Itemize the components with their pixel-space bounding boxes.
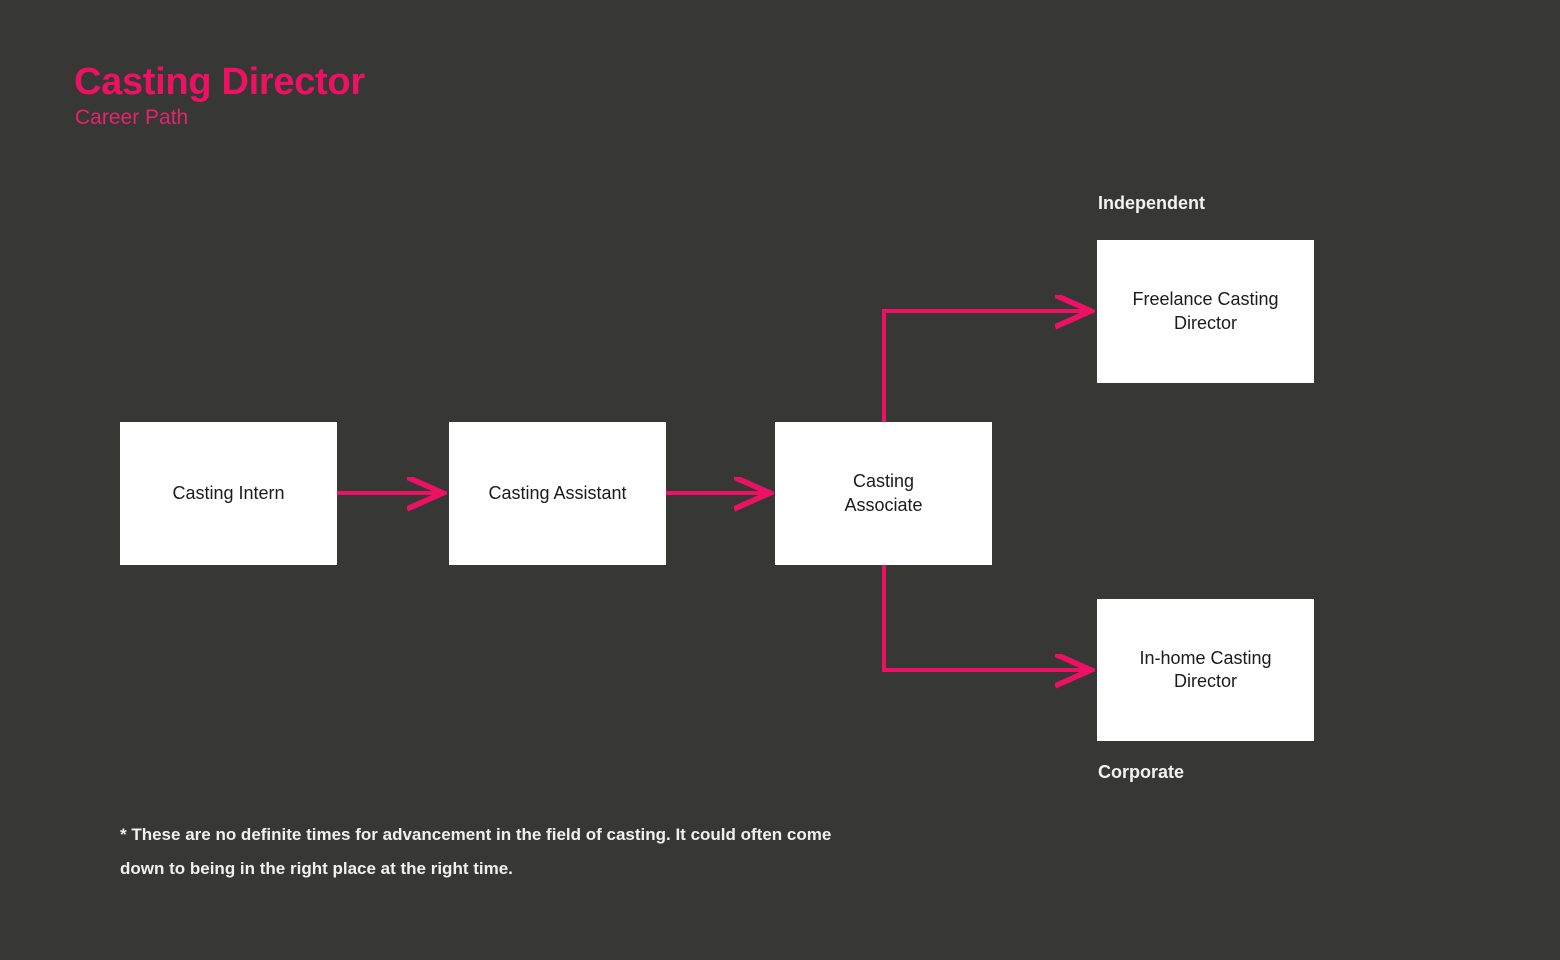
edge-associate-to-freelance [882,311,1091,422]
edge-associate-to-inhome [882,565,1091,670]
page-title: Casting Director [74,61,365,103]
node-freelance-casting-director-label: Freelance Casting Director [1132,289,1279,333]
node-casting-associate[interactable]: Casting Associate [775,422,992,565]
node-casting-assistant[interactable]: Casting Assistant [449,422,666,565]
node-inhome-casting-director[interactable]: In-home Casting Director [1097,599,1314,741]
node-inhome-casting-director-label: In-home Casting Director [1139,647,1272,691]
footnote-text: * These are no definite times for advanc… [120,825,832,878]
node-casting-associate-label: Casting Associate [844,471,923,515]
node-casting-assistant-label: Casting Assistant [488,482,627,503]
section-label-corporate: Corporate [1098,762,1185,782]
title-block: Casting Director Career Path [74,61,365,130]
section-label-independent: Independent [1098,193,1205,213]
page-subtitle: Career Path [75,106,189,130]
node-freelance-casting-director[interactable]: Freelance Casting Director [1097,240,1314,383]
node-casting-intern[interactable]: Casting Intern [120,422,337,565]
node-casting-intern-label: Casting Intern [172,482,285,503]
